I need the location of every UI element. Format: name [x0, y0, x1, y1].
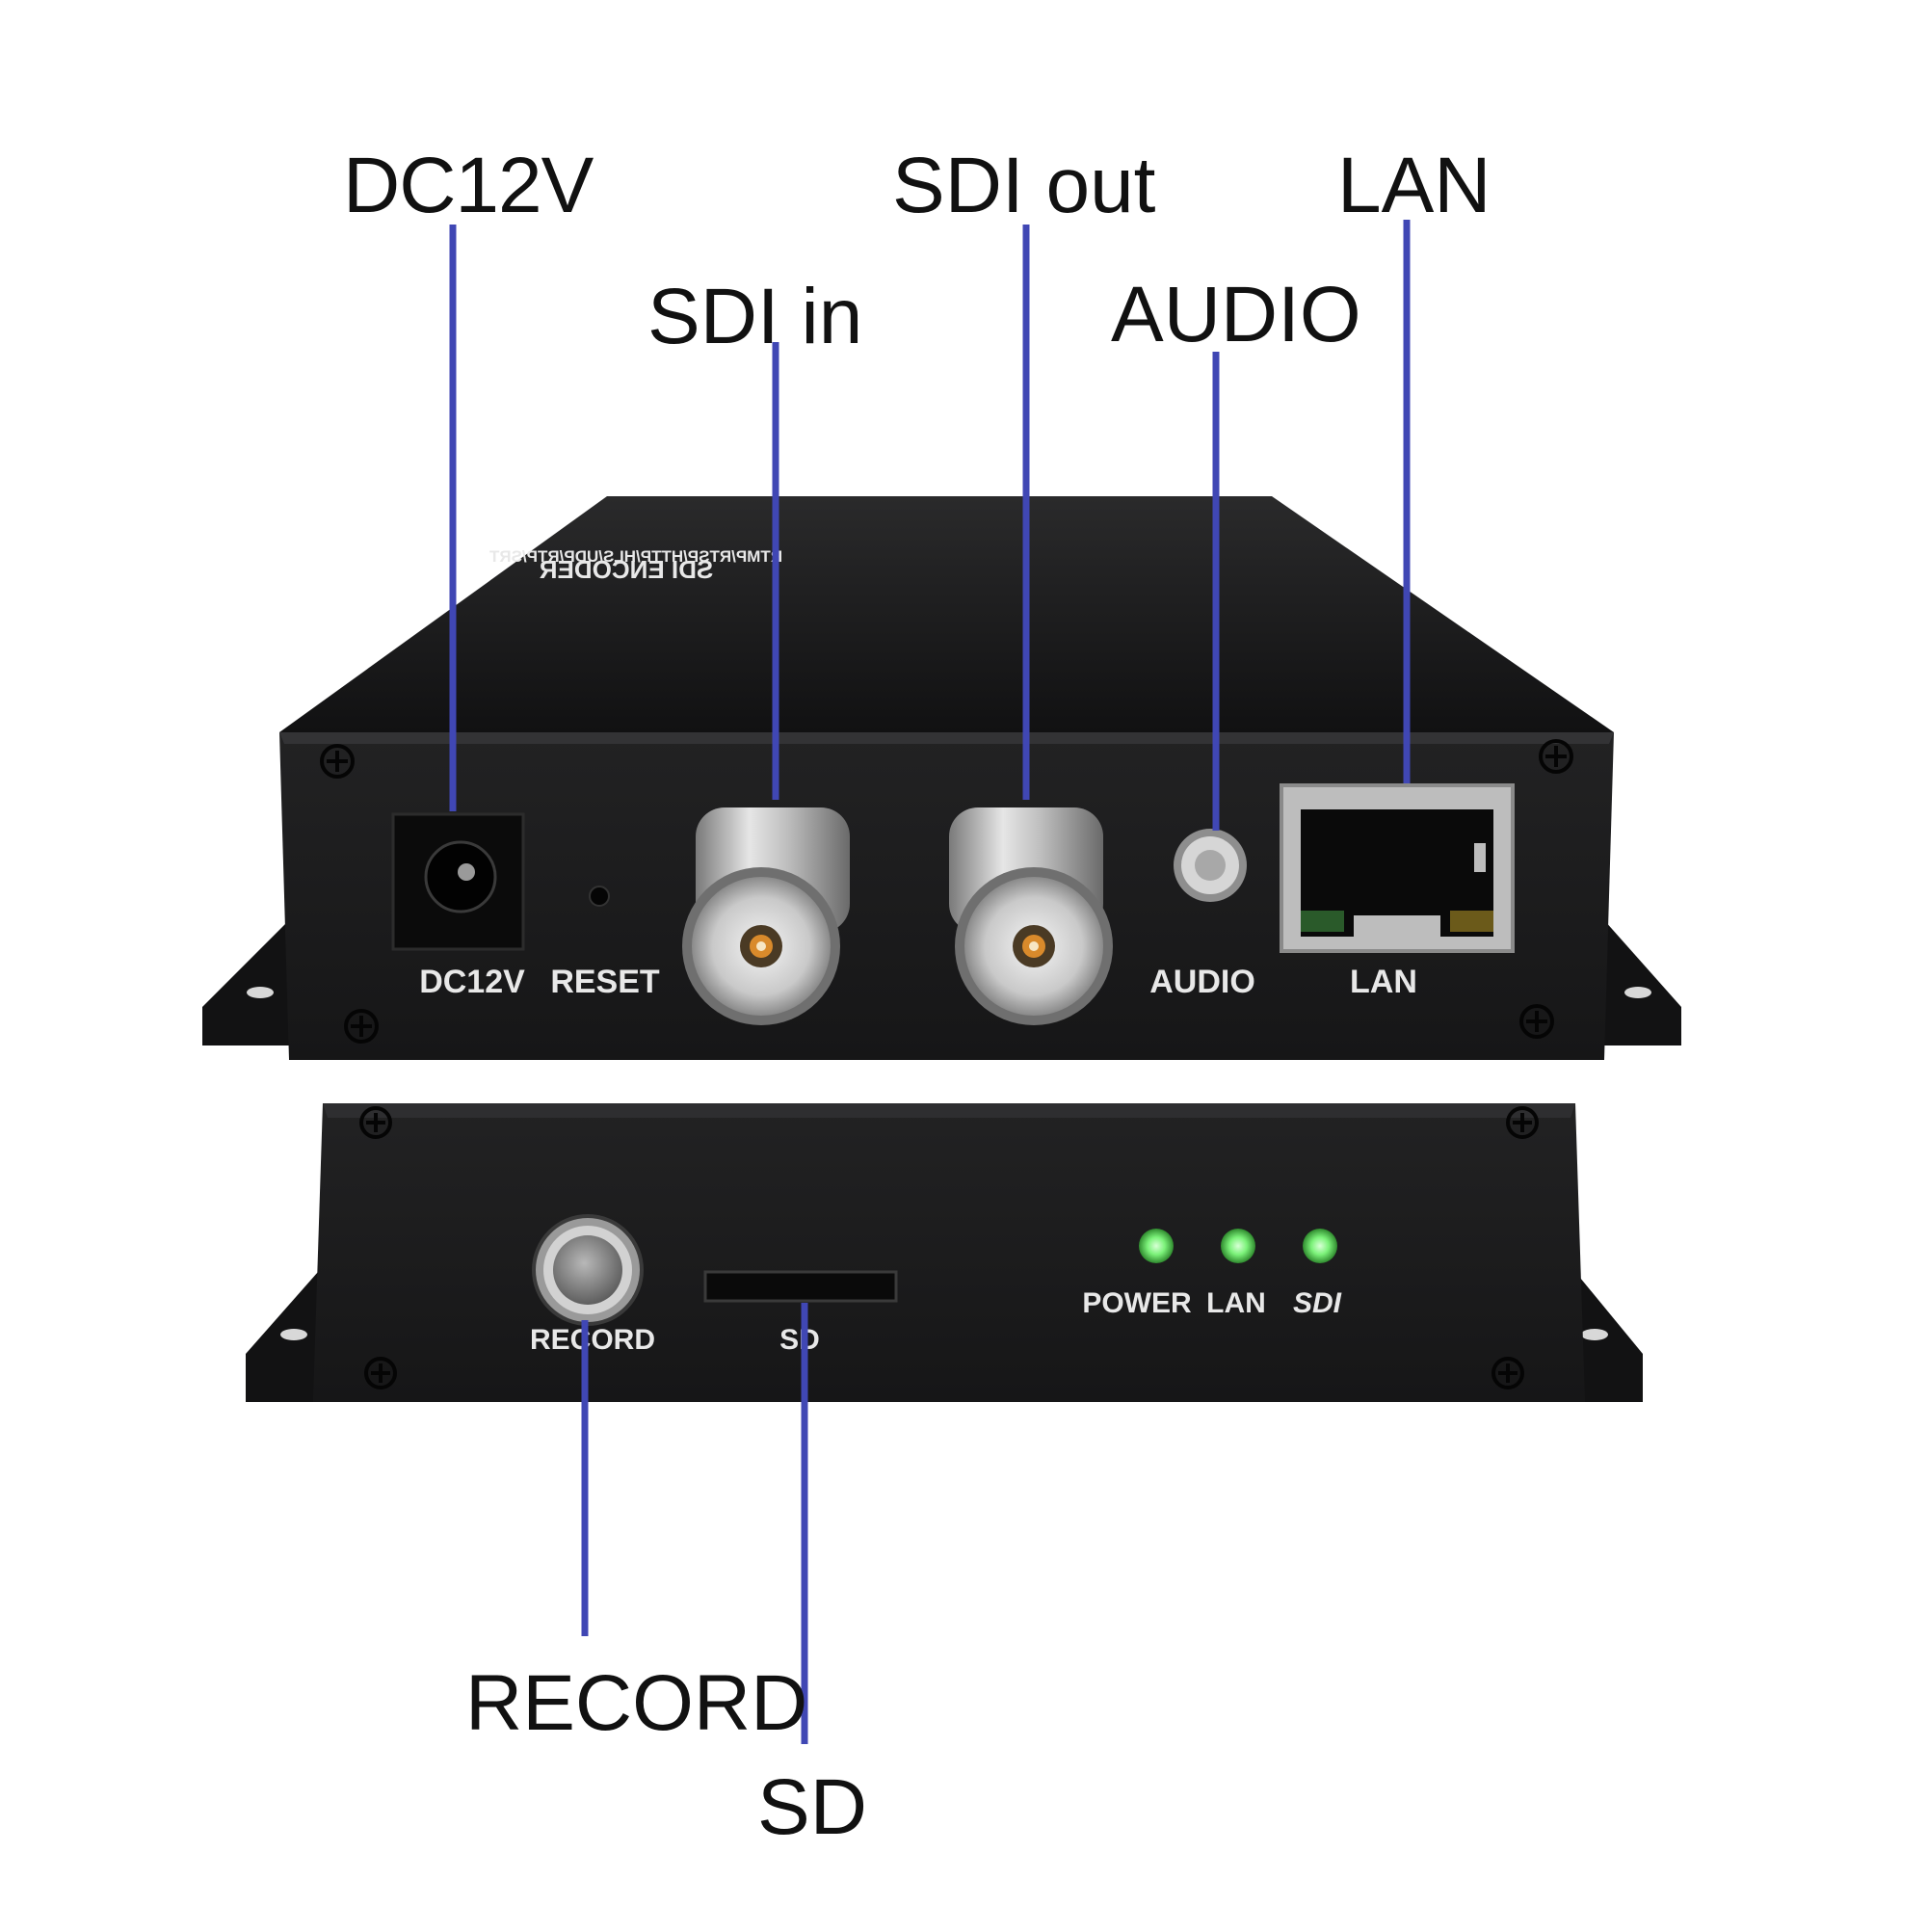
- screw-icon: [359, 1106, 392, 1139]
- record-button[interactable]: [532, 1214, 644, 1326]
- sdi-out-connector[interactable]: [949, 807, 1113, 1025]
- callout-sdi-out: SDI out: [892, 142, 1156, 229]
- audio-jack[interactable]: [1174, 829, 1247, 902]
- top-print-protocols: RTMP/RTSP/HTTP/HLS/UDP/RTP/SRT: [488, 547, 782, 566]
- lan-led-icon: [1221, 1229, 1255, 1263]
- screw-icon: [344, 1009, 379, 1044]
- power-led-icon: [1139, 1229, 1174, 1263]
- device-label-sdi-led: SDI: [1293, 1287, 1342, 1319]
- leader-lines: [449, 220, 1411, 1744]
- screw-icon: [320, 744, 355, 779]
- device-label-power: POWER: [1082, 1287, 1192, 1319]
- callout-audio: AUDIO: [1111, 271, 1361, 358]
- callout-dc12v: DC12V: [343, 142, 594, 229]
- callout-sd: SD: [757, 1763, 867, 1851]
- device-label-lan-led: LAN: [1206, 1287, 1266, 1319]
- dc-power-jack[interactable]: [391, 812, 525, 951]
- sdi-in-connector[interactable]: [682, 807, 850, 1025]
- top-print-title: SDI ENCODER: [539, 555, 713, 584]
- device-label-record: RECORD: [530, 1324, 655, 1356]
- lan-port[interactable]: [1280, 783, 1515, 953]
- device-label-lan: LAN: [1350, 964, 1417, 1000]
- device-label-dc12v: DC12V: [419, 964, 525, 1000]
- callout-lan: LAN: [1337, 142, 1491, 229]
- sd-card-slot[interactable]: [703, 1270, 898, 1303]
- device-label-reset: RESET: [550, 964, 660, 1000]
- upper-unit: SDI ENCODER RTMP/RTSP/HTTP/HLS/UDP/RTP/S…: [202, 496, 1681, 1060]
- sdi-led-icon: [1303, 1229, 1337, 1263]
- screw-icon: [1539, 739, 1573, 774]
- lower-unit: RECORD SD POWER LAN SDI: [246, 1103, 1643, 1402]
- screw-icon: [1506, 1106, 1539, 1139]
- screw-icon: [364, 1357, 397, 1389]
- screw-icon: [1491, 1357, 1524, 1389]
- reset-button[interactable]: [589, 886, 610, 907]
- callout-sdi-in: SDI in: [647, 273, 863, 360]
- callout-record: RECORD: [465, 1659, 808, 1747]
- device-label-sd: SD: [779, 1324, 820, 1356]
- screw-icon: [1519, 1004, 1554, 1039]
- top-print: SDI ENCODER RTMP/RTSP/HTTP/HLS/UDP/RTP/S…: [488, 547, 782, 584]
- device-label-audio: AUDIO: [1149, 964, 1255, 1000]
